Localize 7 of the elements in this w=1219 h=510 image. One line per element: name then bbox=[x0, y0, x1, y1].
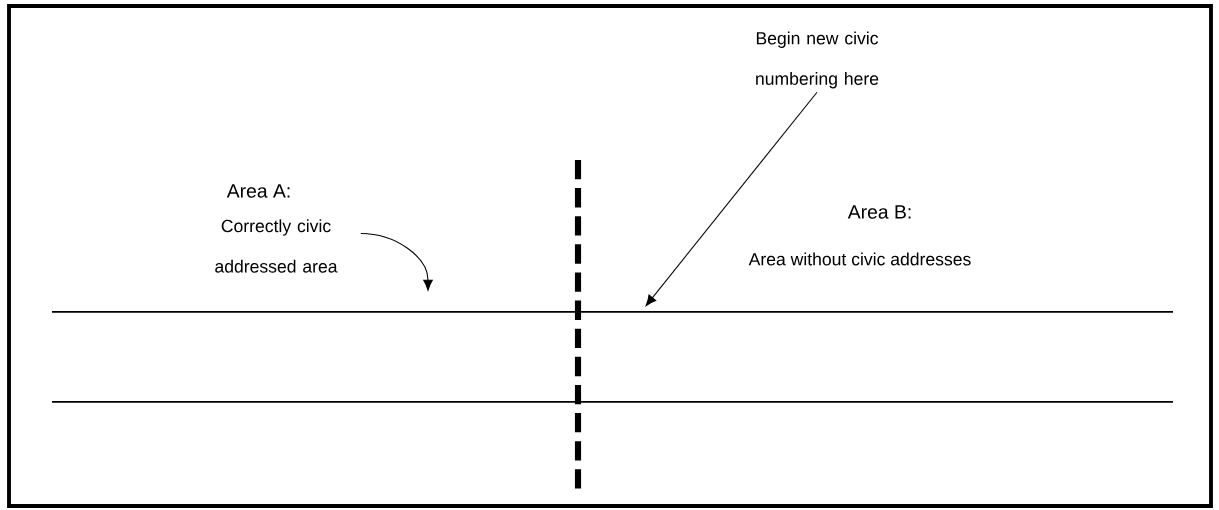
arrow bbox=[360, 232, 433, 291]
arrow bbox=[645, 91, 818, 306]
area-label: Area without civic addresses bbox=[748, 252, 971, 266]
note-text: Correctly civic addressed area bbox=[215, 219, 338, 273]
note-text: Begin new civic numbering here bbox=[756, 31, 879, 89]
area-label: Area A: bbox=[226, 184, 290, 198]
area-label: Area B: bbox=[847, 205, 911, 219]
